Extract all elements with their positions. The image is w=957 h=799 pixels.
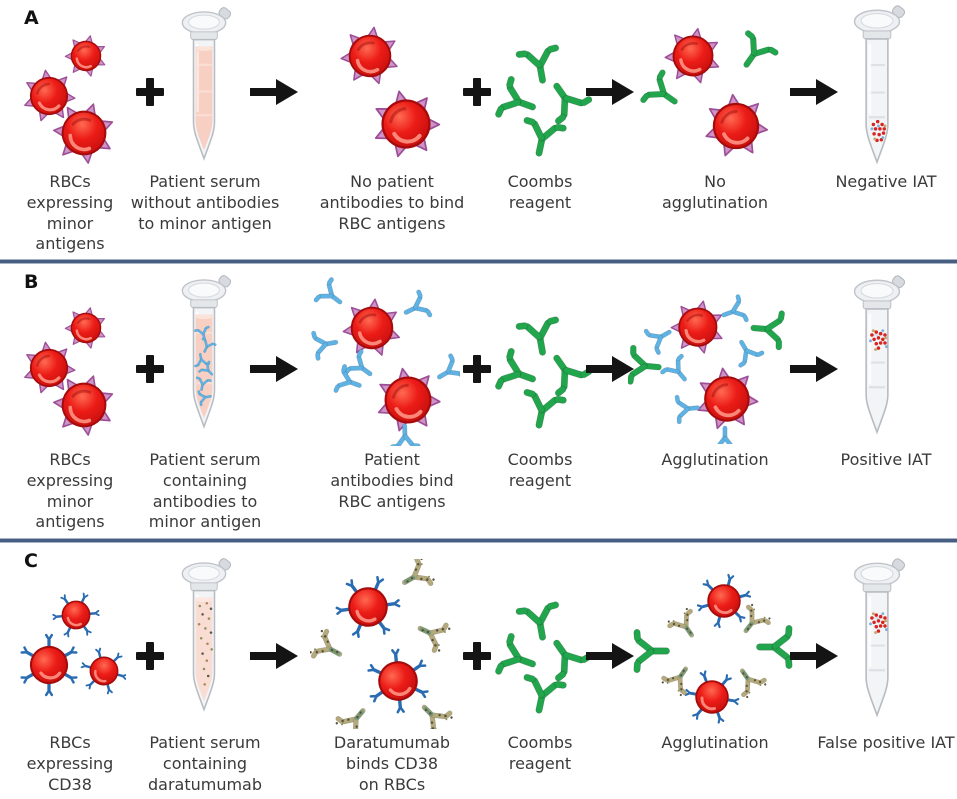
coombs-reagent-icon bbox=[487, 593, 600, 727]
caption-serum: Patient serum containing antibodies to m… bbox=[148, 450, 262, 532]
daratumumab-bound-rbc-icon bbox=[310, 559, 460, 733]
negative-iat-tube-icon bbox=[848, 2, 908, 175]
positive-iat-tube-icon bbox=[848, 272, 908, 445]
panel-b: B bbox=[0, 264, 957, 538]
plus-icon bbox=[462, 354, 492, 388]
caption-rbcs: RBCs expressing CD38 bbox=[26, 733, 114, 794]
panel-c: C bbox=[0, 543, 957, 799]
caption-agglutination: No agglutination bbox=[661, 172, 768, 212]
plus-icon bbox=[135, 77, 165, 111]
arrow-icon bbox=[790, 643, 838, 673]
patient-serum-tube-icon bbox=[176, 4, 234, 171]
panel-a-letter: A bbox=[24, 7, 39, 29]
plus-icon bbox=[462, 641, 492, 675]
coombs-reagent-icon bbox=[487, 36, 600, 170]
agglutination-icon bbox=[627, 571, 799, 733]
caption-result: Negative IAT bbox=[835, 172, 937, 191]
panel-c-letter: C bbox=[24, 550, 38, 572]
plus-icon bbox=[135, 641, 165, 675]
rbc-minor-antigen-cluster-icon bbox=[16, 26, 126, 170]
caption-result: Positive IAT bbox=[840, 450, 932, 469]
caption-mix: Daratumumab binds CD38 on RBCs bbox=[333, 733, 451, 794]
caption-rbcs: RBCs expressing minor antigens bbox=[26, 172, 114, 254]
rbc-cd38-cluster-icon bbox=[16, 587, 126, 721]
caption-coombs: Coombs reagent bbox=[507, 172, 573, 212]
agglutination-icon bbox=[621, 286, 791, 454]
patient-serum-daratumumab-tube-icon bbox=[176, 555, 234, 722]
caption-mix: Patient antibodies bind RBC antigens bbox=[330, 450, 454, 511]
arrow-icon bbox=[790, 79, 838, 109]
rbc-minor-antigen-cluster-icon bbox=[16, 298, 126, 442]
arrow-icon bbox=[586, 356, 634, 386]
arrow-icon bbox=[586, 643, 634, 673]
unbound-rbc-icon bbox=[318, 14, 448, 168]
false-positive-iat-tube-icon bbox=[848, 555, 908, 728]
antibody-bound-rbc-icon bbox=[306, 272, 472, 454]
panel-divider bbox=[0, 538, 957, 543]
caption-serum: Patient serum containing daratumumab bbox=[147, 733, 263, 794]
panel-divider bbox=[0, 259, 957, 264]
panel-a: A bbox=[0, 0, 957, 259]
caption-rbcs: RBCs expressing minor antigens bbox=[26, 450, 114, 532]
caption-agglutination: Agglutination bbox=[661, 450, 769, 469]
patient-serum-antibody-tube-icon bbox=[176, 272, 234, 439]
panel-b-letter: B bbox=[24, 271, 39, 293]
arrow-icon bbox=[250, 643, 298, 673]
arrow-icon bbox=[250, 79, 298, 109]
caption-coombs: Coombs reagent bbox=[507, 733, 573, 773]
caption-coombs: Coombs reagent bbox=[507, 450, 573, 490]
plus-icon bbox=[462, 77, 492, 111]
caption-mix: No patient antibodies to bind RBC antige… bbox=[319, 172, 465, 233]
arrow-icon bbox=[250, 356, 298, 386]
caption-agglutination: Agglutination bbox=[661, 733, 769, 752]
caption-serum: Patient serum without antibodies to mino… bbox=[130, 172, 280, 233]
no-agglutination-icon bbox=[633, 14, 788, 173]
plus-icon bbox=[135, 354, 165, 388]
arrow-icon bbox=[790, 356, 838, 386]
caption-result: False positive IAT bbox=[817, 733, 955, 752]
coombs-reagent-icon bbox=[487, 308, 600, 442]
arrow-icon bbox=[586, 79, 634, 109]
